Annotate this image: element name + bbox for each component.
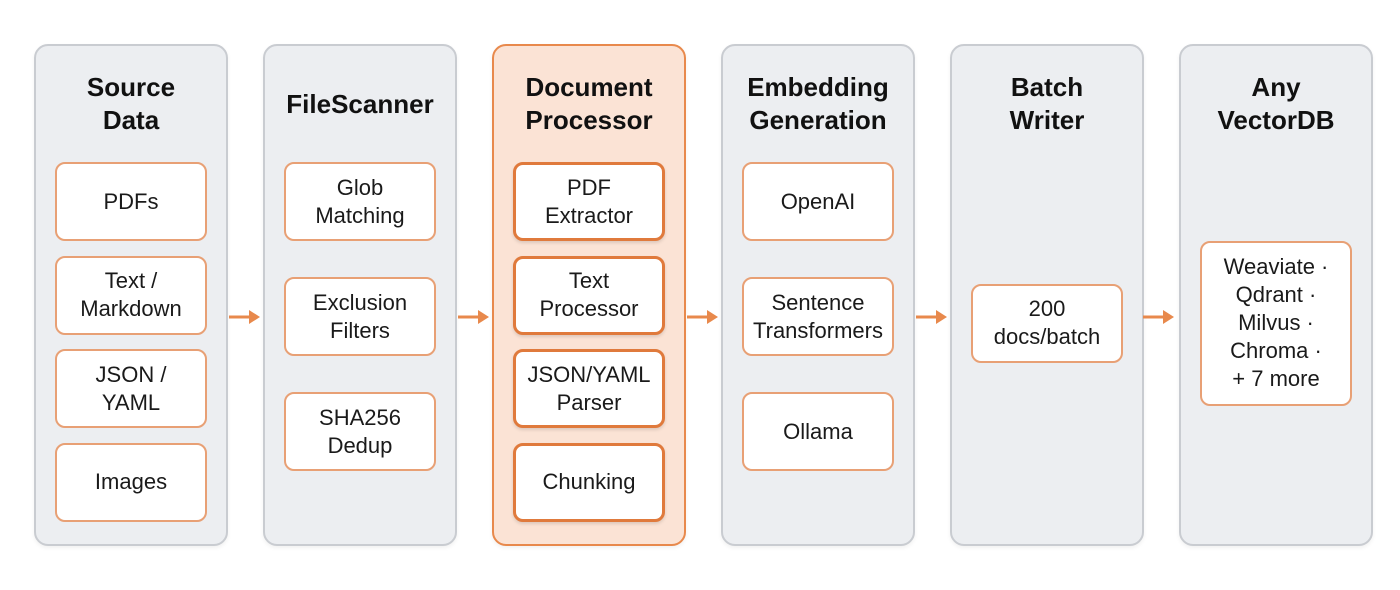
column-batch-writer: Batch Writer 200 docs/batch [950,44,1144,546]
item-json-yaml: JSON / YAML [55,349,207,429]
arrow-icon [916,310,947,324]
column-title: Embedding Generation [747,72,889,135]
column-title: Any VectorDB [1217,72,1335,135]
item-vectordb-list: Weaviate · Qdrant · Milvus · Chroma · + … [1200,240,1352,406]
column-source-data: Source Data PDFs Text / Markdown JSON / … [34,44,228,546]
item-sha256-dedup: SHA256 Dedup [284,392,436,471]
column-items: PDF Extractor Text Processor JSON/YAML P… [494,162,684,544]
column-items: OpenAI Sentence Transformers Ollama [723,162,913,544]
item-openai: OpenAI [742,162,894,241]
column-filescanner: FileScanner Glob Matching Exclusion Filt… [263,44,457,546]
column-title: FileScanner [286,88,434,119]
item-glob-matching: Glob Matching [284,162,436,241]
arrow-icon [458,310,489,324]
column-any-vectordb: Any VectorDB Weaviate · Qdrant · Milvus … [1179,44,1373,546]
item-text-processor: Text Processor [513,255,665,335]
column-title: Batch Writer [1009,72,1085,135]
column-items: Weaviate · Qdrant · Milvus · Chroma · + … [1181,162,1371,544]
column-title: Source Data [86,72,176,135]
arrow-icon [687,310,718,324]
item-pdfs: PDFs [55,162,207,241]
column-items: Glob Matching Exclusion Filters SHA256 D… [265,162,455,544]
arrow-icon [229,310,260,324]
column-items: PDFs Text / Markdown JSON / YAML Images [36,162,226,544]
item-text-markdown: Text / Markdown [55,255,207,335]
column-items: 200 docs/batch [952,162,1142,544]
item-pdf-extractor: PDF Extractor [513,162,665,241]
pipeline-diagram: Source Data PDFs Text / Markdown JSON / … [34,44,1373,546]
column-embedding-generation: Embedding Generation OpenAI Sentence Tra… [721,44,915,546]
arrow-icon [1143,310,1174,324]
item-json-yaml-parser: JSON/YAML Parser [513,349,665,429]
item-ollama: Ollama [742,392,894,471]
column-title: Document Processor [525,72,653,135]
item-sentence-transformers: Sentence Transformers [742,277,894,356]
item-exclusion-filters: Exclusion Filters [284,277,436,356]
column-document-processor: Document Processor PDF Extractor Text Pr… [492,44,686,546]
item-images: Images [55,442,207,522]
item-chunking: Chunking [513,442,665,522]
item-docs-per-batch: 200 docs/batch [971,283,1123,363]
